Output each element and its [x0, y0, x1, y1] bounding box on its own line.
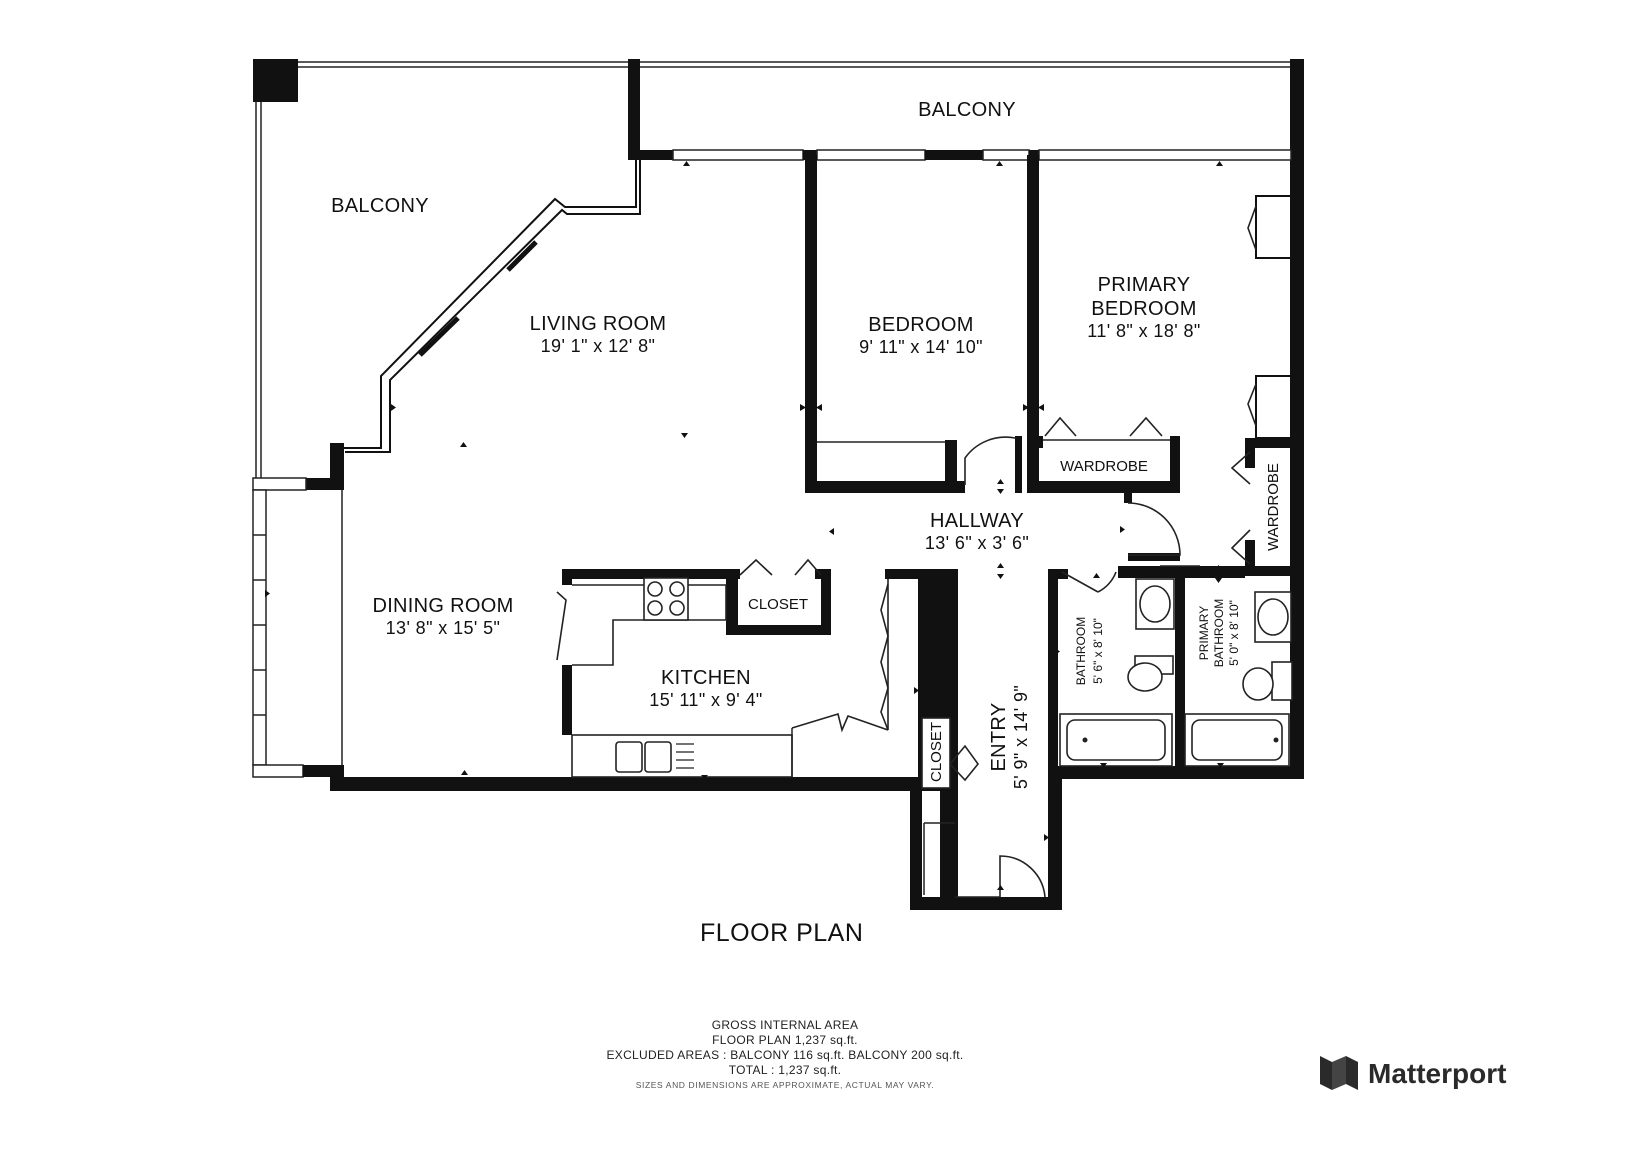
balcony-left-outline — [253, 59, 632, 480]
area-floor-plan: FLOOR PLAN 1,237 sq.ft. — [712, 1033, 858, 1047]
entry-dims: 5' 9" x 14' 9" — [1011, 685, 1031, 789]
room-labels: BALCONY BALCONY LIVING ROOM 19' 1" x 12'… — [331, 99, 1282, 789]
kitchen-fixtures — [571, 577, 889, 778]
primary-bathroom-dims: 5' 0" x 8' 10" — [1227, 600, 1241, 666]
area-summary: GROSS INTERNAL AREA FLOOR PLAN 1,237 sq.… — [0, 1018, 1570, 1093]
entry-closet-label: CLOSET — [928, 722, 945, 782]
kitchen-dims: 15' 11" x 9' 4" — [649, 690, 762, 710]
exterior-walls — [252, 149, 1304, 910]
area-note: SIZES AND DIMENSIONS ARE APPROXIMATE, AC… — [635, 1080, 935, 1090]
primary-bedroom-dims: 11' 8" x 18' 8" — [1087, 321, 1200, 341]
bedroom-label: BEDROOM — [868, 314, 973, 336]
brand-logo: Matterport — [1318, 1050, 1506, 1097]
primary-bedroom-label-2: BEDROOM — [1091, 298, 1196, 320]
bathroom-label: BATHROOM — [1074, 617, 1088, 685]
primary-bathroom-label-2: BATHROOM — [1212, 599, 1226, 667]
wardrobe-a-label: WARDROBE — [1060, 458, 1148, 475]
kitchen-closet-label: CLOSET — [748, 596, 808, 613]
direction-markers — [265, 161, 1224, 890]
doors — [556, 205, 1257, 898]
living-room-dims: 19' 1" x 12' 8" — [541, 336, 656, 356]
floor-plan-title: FLOOR PLAN — [700, 919, 864, 947]
living-room-angled-windows — [340, 155, 641, 453]
dining-room-label: DINING ROOM — [372, 595, 513, 617]
area-total: TOTAL : 1,237 sq.ft. — [728, 1063, 842, 1077]
bedroom-dims: 9' 11" x 14' 10" — [859, 337, 983, 357]
brand-name: Matterport — [1368, 1057, 1507, 1089]
dining-room-dims: 13' 8" x 15' 5" — [386, 618, 501, 638]
bathroom-fixtures — [1059, 578, 1293, 767]
hallway-dims: 13' 6" x 3' 6" — [925, 533, 1029, 553]
matterport-logo-icon — [1318, 1050, 1360, 1097]
primary-bedroom-label-1: PRIMARY — [1098, 274, 1191, 296]
living-room-label: LIVING ROOM — [530, 313, 667, 335]
bathroom-dims: 5' 6" x 8' 10" — [1091, 618, 1105, 684]
area-heading: GROSS INTERNAL AREA — [711, 1018, 859, 1032]
area-excluded: EXCLUDED AREAS : BALCONY 116 sq.ft. BALC… — [606, 1048, 964, 1062]
balcony-top-outline — [628, 59, 1304, 779]
wardrobe-b-label: WARDROBE — [1265, 463, 1282, 551]
kitchen-label: KITCHEN — [661, 667, 751, 689]
entry-label: ENTRY — [988, 703, 1010, 772]
balcony-top-label: BALCONY — [918, 99, 1016, 121]
balcony-left-label: BALCONY — [331, 195, 429, 217]
primary-bathroom-label-1: PRIMARY — [1197, 606, 1211, 660]
hallway-label: HALLWAY — [930, 510, 1024, 532]
